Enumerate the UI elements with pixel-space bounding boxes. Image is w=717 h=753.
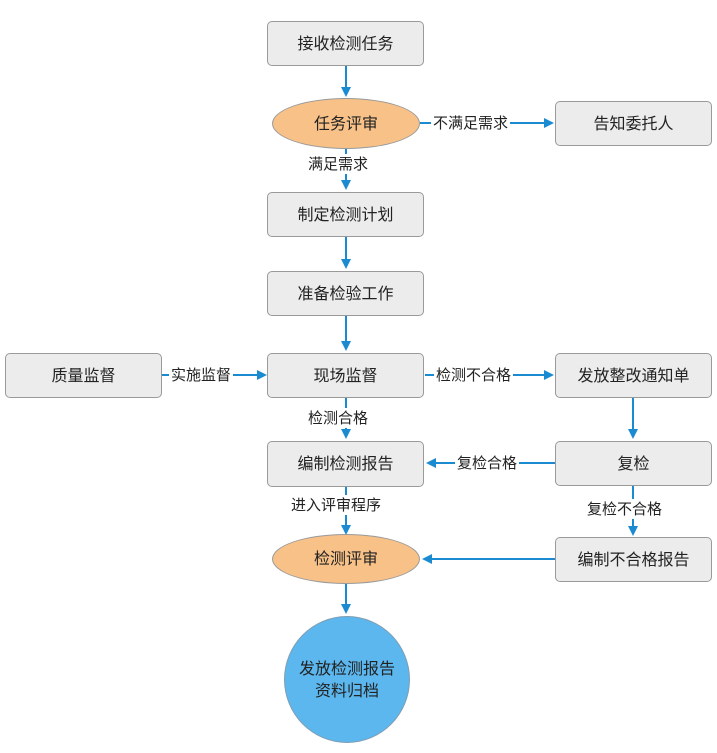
node-label-line2: 资料归档 [314, 680, 379, 700]
edge-label-recheck-fail: 复检不合格 [585, 499, 665, 519]
node-label: 编制检测报告 [297, 454, 394, 473]
node-label: 复检 [617, 453, 650, 473]
node-label: 质量监督 [51, 365, 116, 385]
node-receive-task: 接收检测任务 [267, 21, 424, 66]
node-compile-report: 编制检测报告 [267, 441, 424, 487]
node-make-plan: 制定检测计划 [267, 192, 424, 237]
node-quality-supervision: 质量监督 [5, 353, 162, 398]
node-task-review: 任务评审 [272, 98, 420, 149]
edge-label-enter-review: 进入评审程序 [289, 495, 384, 515]
node-onsite-supervision: 现场监督 [267, 353, 424, 398]
node-label: 告知委托人 [593, 113, 674, 133]
node-label: 检测评审 [313, 549, 378, 568]
node-label-line1: 发放检测报告 [298, 658, 395, 678]
edge-label-implement-supervision: 实施监督 [169, 365, 234, 385]
edge-label-test-fail: 检测不合格 [434, 365, 514, 385]
node-compile-nonconform-report: 编制不合格报告 [555, 537, 712, 582]
node-label: 接收检测任务 [297, 33, 394, 53]
node-label: 准备检验工作 [297, 283, 394, 303]
node-label: 制定检测计划 [297, 204, 394, 224]
node-label: 发放整改通知单 [577, 365, 690, 385]
node-label: 编制不合格报告 [577, 549, 690, 569]
node-test-review: 检测评审 [272, 534, 420, 584]
edge-label-not-meet: 不满足需求 [431, 113, 511, 133]
node-issue-rectification: 发放整改通知单 [555, 353, 712, 398]
node-label: 现场监督 [313, 365, 378, 385]
node-notify-client: 告知委托人 [555, 101, 712, 146]
node-prepare-work: 准备检验工作 [267, 271, 424, 316]
node-recheck: 复检 [555, 441, 712, 486]
edge-label-meet: 满足需求 [306, 154, 371, 174]
edge-label-recheck-pass: 复检合格 [455, 453, 520, 473]
node-final: 发放检测报告 资料归档 [284, 616, 410, 743]
edge-label-test-pass: 检测合格 [306, 408, 371, 428]
node-label: 任务评审 [313, 113, 378, 133]
